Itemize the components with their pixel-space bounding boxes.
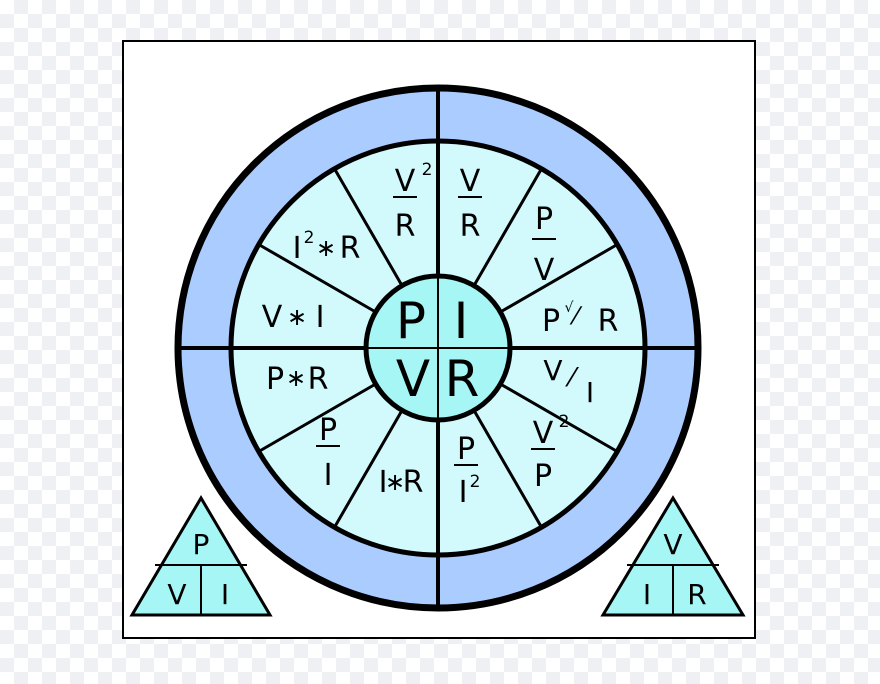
formula-left: I xyxy=(379,465,388,500)
formula-denominator: P xyxy=(534,459,552,494)
triangle-top-letter: V xyxy=(663,528,682,561)
formula-superscript: 2 xyxy=(470,472,481,492)
formula-superscript: 2 xyxy=(304,228,315,248)
sector-divider xyxy=(333,167,404,287)
center-letter-r: R xyxy=(445,350,480,408)
formula-denominator: R xyxy=(395,209,416,244)
formula-right: R xyxy=(308,362,329,397)
formula-right: R xyxy=(340,231,361,266)
formula-right: I xyxy=(316,300,325,335)
formula-operator: ∗ xyxy=(316,234,336,262)
formula-left: I xyxy=(293,231,302,266)
center-letter-p: P xyxy=(396,292,426,350)
sector-divider xyxy=(257,382,377,453)
sector-v-squared-over-r: V 2 R xyxy=(393,160,432,244)
sector-v-over-r: V R xyxy=(458,164,482,244)
sector-divider xyxy=(499,243,619,314)
sector-divider xyxy=(472,167,543,287)
root-mark: √ xyxy=(565,300,574,316)
formula-numerator: V xyxy=(533,416,554,451)
sector-divider xyxy=(472,409,543,529)
formula-numerator: P xyxy=(457,432,475,467)
sector-v-squared-over-p: V 2 P xyxy=(531,412,569,494)
sector-divider xyxy=(499,382,619,453)
center-letter-v: V xyxy=(396,350,430,408)
sector-i-times-r: I ∗ R xyxy=(379,465,424,500)
sector-divider xyxy=(333,409,404,529)
left-formula-triangle: P V I xyxy=(129,495,273,617)
sector-p-times-r: P ∗ R xyxy=(266,362,328,397)
formula-denominator: I xyxy=(459,475,468,510)
sector-i-squared-times-r: I 2 ∗ R xyxy=(293,228,361,266)
sector-dividers xyxy=(257,167,619,529)
formula-superscript: 2 xyxy=(422,160,433,180)
formula-numerator: P xyxy=(319,413,337,448)
formula-denominator: R xyxy=(460,209,481,244)
sector-v-times-i: V ∗ I xyxy=(262,300,325,335)
formula-denominator: I xyxy=(586,376,594,409)
triangle-bottom-left-letter: I xyxy=(643,578,651,611)
formula-numerator: P xyxy=(535,202,553,237)
formula-superscript: 2 xyxy=(559,412,570,432)
formula-operator: ∗ xyxy=(287,303,307,331)
formula-left: P xyxy=(542,304,560,339)
sector-divider xyxy=(257,243,377,314)
formula-denominator: I xyxy=(324,458,333,493)
formula-numerator: V xyxy=(543,354,562,387)
formula-left: P xyxy=(266,362,284,397)
center-letter-i: I xyxy=(454,292,469,350)
triangle-top-letter: P xyxy=(193,528,210,561)
sector-p-over-i: P I xyxy=(316,413,340,493)
triangle-bottom-left-letter: V xyxy=(167,578,186,611)
right-formula-triangle: V I R xyxy=(600,495,746,617)
formula-operator: ∗ xyxy=(286,364,306,392)
formula-numerator: V xyxy=(395,164,416,199)
sector-p-over-v: P V xyxy=(532,202,556,288)
formula-right: R xyxy=(598,304,619,339)
formula-denominator: V xyxy=(534,253,555,288)
formula-left: V xyxy=(262,300,283,335)
formula-right: R xyxy=(403,465,424,500)
triangle-bottom-right-letter: R xyxy=(687,578,706,611)
triangle-bottom-right-letter: I xyxy=(221,578,229,611)
formula-operator: ∗ xyxy=(385,468,405,496)
formula-numerator: V xyxy=(460,164,481,199)
sector-p-over-i-squared: P I 2 xyxy=(454,432,480,510)
